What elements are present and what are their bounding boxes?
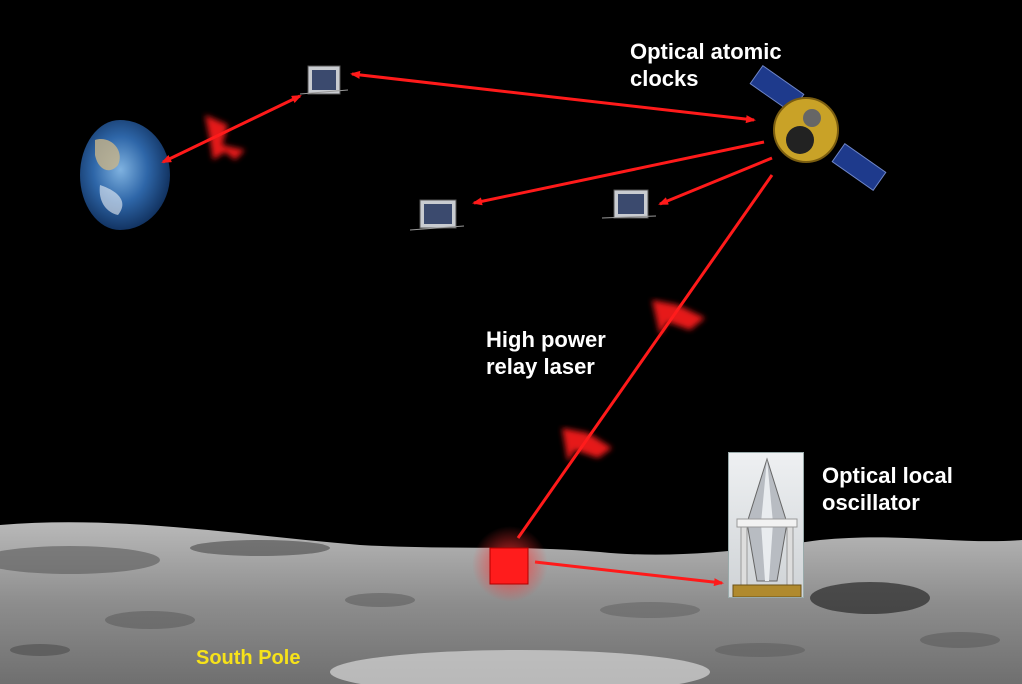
laser-link-clocksat-cubesat3	[658, 156, 773, 206]
laser-link-earth-cubesat	[161, 94, 302, 164]
optical-atomic-clocks-label: Optical atomic clocks	[630, 39, 782, 91]
cubesat-icon-2	[409, 199, 465, 231]
laser-pulse-2	[652, 300, 705, 335]
south-pole-label: South Pole	[196, 647, 301, 669]
high-power-relay-laser-label: High power relay laser	[486, 327, 606, 379]
laser-link-ground-oscillator	[534, 560, 724, 587]
cubesat-icon	[299, 65, 349, 95]
laser-pulse-3	[562, 428, 612, 462]
laser-link-clocksat-cubesat2	[472, 140, 765, 206]
clock-satellite-icon	[749, 64, 887, 192]
cubesat-icon-3	[601, 189, 657, 219]
laser-link-cubesat-clocksat	[350, 70, 756, 124]
oscillator-photo	[728, 452, 804, 598]
laser-pulse-1	[205, 115, 245, 160]
optical-local-oscillator-label: Optical local oscillator	[822, 463, 953, 515]
laser-links	[161, 70, 774, 587]
laser-link-clocksat-ground	[516, 174, 774, 539]
laser-box-icon	[472, 526, 548, 602]
earth-icon	[80, 120, 170, 230]
laser-pulses	[205, 115, 705, 462]
